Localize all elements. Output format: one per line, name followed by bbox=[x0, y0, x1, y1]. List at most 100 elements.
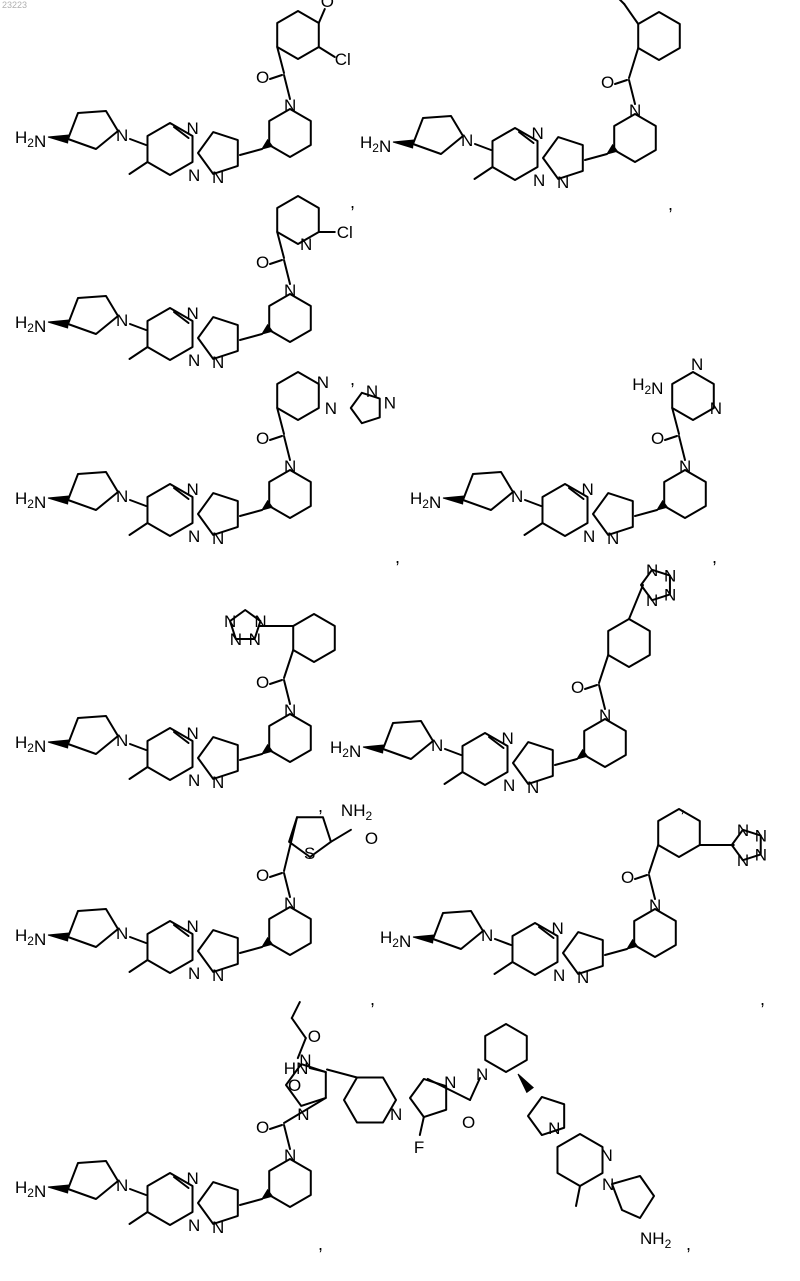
methyl-bond bbox=[474, 167, 492, 179]
structure-3: H2NNNNNNONCl, bbox=[15, 196, 355, 389]
bond bbox=[635, 510, 657, 516]
amine-label: H2N bbox=[15, 489, 46, 512]
pyrimidine-n: N bbox=[187, 917, 199, 936]
comma-separator: , bbox=[350, 369, 355, 389]
phenyl-ring bbox=[277, 11, 319, 59]
methyl-bond bbox=[524, 523, 542, 535]
bond bbox=[629, 48, 638, 78]
carbonyl-o: O bbox=[601, 73, 614, 92]
pyridine-ring bbox=[277, 196, 319, 244]
stereo-wedge bbox=[48, 496, 68, 504]
bond bbox=[130, 139, 146, 145]
bridge-n: N bbox=[533, 171, 545, 190]
bond bbox=[240, 510, 262, 516]
bond bbox=[629, 585, 643, 619]
bond bbox=[240, 754, 262, 760]
triazole-n: N bbox=[384, 394, 396, 413]
bond bbox=[555, 759, 577, 765]
bond bbox=[292, 1002, 300, 1018]
amine-label: NH2 bbox=[640, 1229, 672, 1251]
stereo-wedge bbox=[48, 320, 68, 328]
bond bbox=[319, 9, 325, 23]
bridge-n: N bbox=[188, 166, 200, 185]
methyl-bond bbox=[327, 1069, 357, 1077]
pyrrolidine-ring bbox=[68, 716, 118, 754]
pyrrolidine-n: N bbox=[431, 736, 443, 755]
bridge-n: N bbox=[503, 776, 515, 795]
bridge-n: N bbox=[188, 964, 200, 983]
methyl-bond bbox=[129, 960, 147, 972]
double-bond bbox=[615, 80, 627, 84]
bond bbox=[624, 4, 638, 24]
tetrazole-n: N bbox=[737, 821, 749, 840]
pyrazole-n: N bbox=[212, 773, 224, 792]
bond bbox=[420, 1117, 424, 1135]
double-bond bbox=[270, 1125, 282, 1129]
pyrrolidine-n: N bbox=[461, 131, 473, 150]
amine-label: H2N bbox=[15, 313, 46, 336]
structure-5: H2NNNNNNOH2NNN, bbox=[410, 355, 722, 567]
structure-11: NNFONNNNNH2, bbox=[327, 1024, 691, 1254]
pyrimidine-n: N bbox=[552, 919, 564, 938]
pyrrolidine-ring bbox=[68, 296, 118, 334]
tetrazole-n: N bbox=[737, 851, 749, 870]
double-bond bbox=[270, 436, 282, 440]
double-bond bbox=[665, 436, 677, 440]
oxadiazole-n: N bbox=[297, 1105, 309, 1124]
methyl-bond bbox=[576, 1186, 580, 1206]
structure-2: H2NNNNNNON, bbox=[360, 0, 680, 214]
bridge-n: N bbox=[390, 1105, 402, 1124]
carbonyl-o: O bbox=[621, 868, 634, 887]
chloro-label: Cl bbox=[335, 50, 351, 69]
stereo-wedge bbox=[443, 496, 463, 504]
bond bbox=[599, 655, 608, 683]
stereo-wedge bbox=[363, 745, 383, 753]
pyrimidine-n: N bbox=[582, 480, 594, 499]
amine-label: H2N bbox=[15, 733, 46, 756]
pyrrolidine-n: N bbox=[116, 924, 128, 943]
pyrimidine-ring bbox=[672, 372, 714, 420]
bridge-n: N bbox=[188, 527, 200, 546]
pyrimidine-n: N bbox=[502, 729, 514, 748]
stereo-wedge bbox=[262, 1190, 272, 1199]
amine-label: H2N bbox=[380, 928, 411, 951]
tetrazole-n: N bbox=[249, 630, 261, 649]
tetrazole-n: N bbox=[664, 585, 676, 604]
carbonyl-o: O bbox=[256, 1118, 269, 1137]
pyrazole-n: N bbox=[212, 353, 224, 372]
pyrrolidine-n: N bbox=[116, 126, 128, 145]
pyrazole-n: N bbox=[212, 168, 224, 187]
pyrazole-n: N bbox=[212, 966, 224, 985]
stereo-wedge bbox=[48, 933, 68, 941]
piperidine-ring bbox=[634, 909, 676, 957]
tetrazole-n: N bbox=[254, 612, 266, 631]
piperidine-ring bbox=[664, 470, 706, 518]
pyrimidine-n: N bbox=[710, 399, 722, 418]
comma-separator: , bbox=[318, 796, 323, 816]
bond bbox=[445, 749, 461, 755]
stereo-wedge bbox=[48, 1185, 68, 1193]
pyrimidine-n: N bbox=[601, 1146, 613, 1165]
bridge-n: N bbox=[188, 771, 200, 790]
pyrrolidine-ring bbox=[413, 116, 463, 154]
amine-label: H2N bbox=[15, 926, 46, 949]
tetrazole-n: N bbox=[755, 845, 767, 864]
amine-label: H2N bbox=[360, 133, 391, 156]
comma-separator: , bbox=[668, 194, 673, 214]
pyrrolidine-ring bbox=[463, 472, 513, 510]
tetrazole-n: N bbox=[230, 630, 242, 649]
carbonyl-o: O bbox=[462, 1113, 475, 1132]
comma-separator: , bbox=[760, 989, 765, 1009]
amide-nh2: NH2 bbox=[341, 801, 373, 823]
piperidine-ring bbox=[584, 719, 626, 767]
methyl-bond bbox=[129, 523, 147, 535]
stereo-wedge bbox=[262, 501, 272, 510]
bridge-n: N bbox=[583, 527, 595, 546]
phenyl-ring bbox=[658, 809, 700, 857]
pyrrolidine-ring bbox=[383, 721, 433, 759]
methyl-bond bbox=[494, 962, 512, 974]
methoxy-o: O bbox=[321, 0, 334, 11]
structure-9: H2NNNNNNONNNN, bbox=[380, 809, 767, 1009]
piperidine-ring bbox=[614, 114, 656, 162]
bond bbox=[130, 937, 146, 943]
